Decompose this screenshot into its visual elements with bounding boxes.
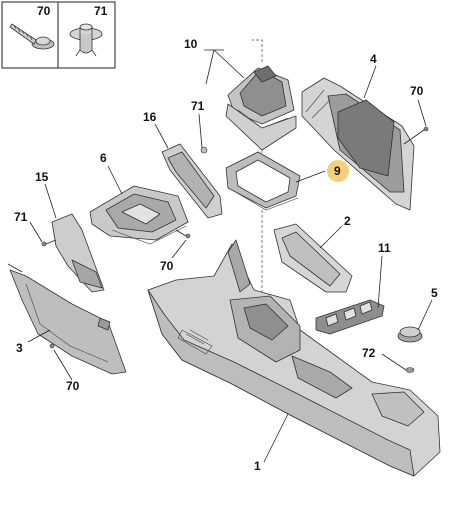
inset-label-clip: 71 <box>94 4 108 18</box>
callout-71-left: 71 <box>14 210 28 224</box>
gear-trim-ring <box>225 151 301 310</box>
push-clip-icon <box>69 23 103 57</box>
switch-panel <box>315 299 385 335</box>
callout-10: 10 <box>184 37 198 51</box>
center-console-body <box>147 239 441 477</box>
callout-5: 5 <box>431 286 438 300</box>
callout-70-top: 70 <box>410 84 424 98</box>
callout-11: 11 <box>378 241 391 255</box>
callout-4: 4 <box>370 52 377 66</box>
callout-72: 72 <box>362 346 376 360</box>
callouts: 10 4 70 71 16 6 9 15 71 2 11 70 5 3 72 7… <box>14 37 438 473</box>
callout-16: 16 <box>143 110 157 124</box>
storage-tray <box>273 223 353 293</box>
callout-71-top: 71 <box>191 99 205 113</box>
console-cap <box>397 326 423 373</box>
callout-9-highlight: 9 <box>327 160 349 182</box>
callout-70-left: 70 <box>66 379 80 393</box>
callout-2: 2 <box>344 214 351 228</box>
console-side-panel <box>7 263 127 375</box>
callout-70-mid: 70 <box>160 259 174 273</box>
callout-1: 1 <box>254 459 261 473</box>
side-bracket <box>41 213 105 293</box>
callout-3: 3 <box>16 341 23 355</box>
screw-icon <box>9 23 55 50</box>
callout-6: 6 <box>100 151 107 165</box>
gear-lever-boot <box>225 39 297 196</box>
inset-label-screw: 70 <box>37 4 51 18</box>
side-storage-panel <box>301 77 429 211</box>
callout-15: 15 <box>35 170 49 184</box>
center-trim-panel <box>161 143 223 219</box>
fastener-inset: 70 71 <box>1 1 116 69</box>
callout-9: 9 <box>334 164 341 178</box>
support-bracket <box>89 185 191 245</box>
leader-lines <box>27 49 433 463</box>
